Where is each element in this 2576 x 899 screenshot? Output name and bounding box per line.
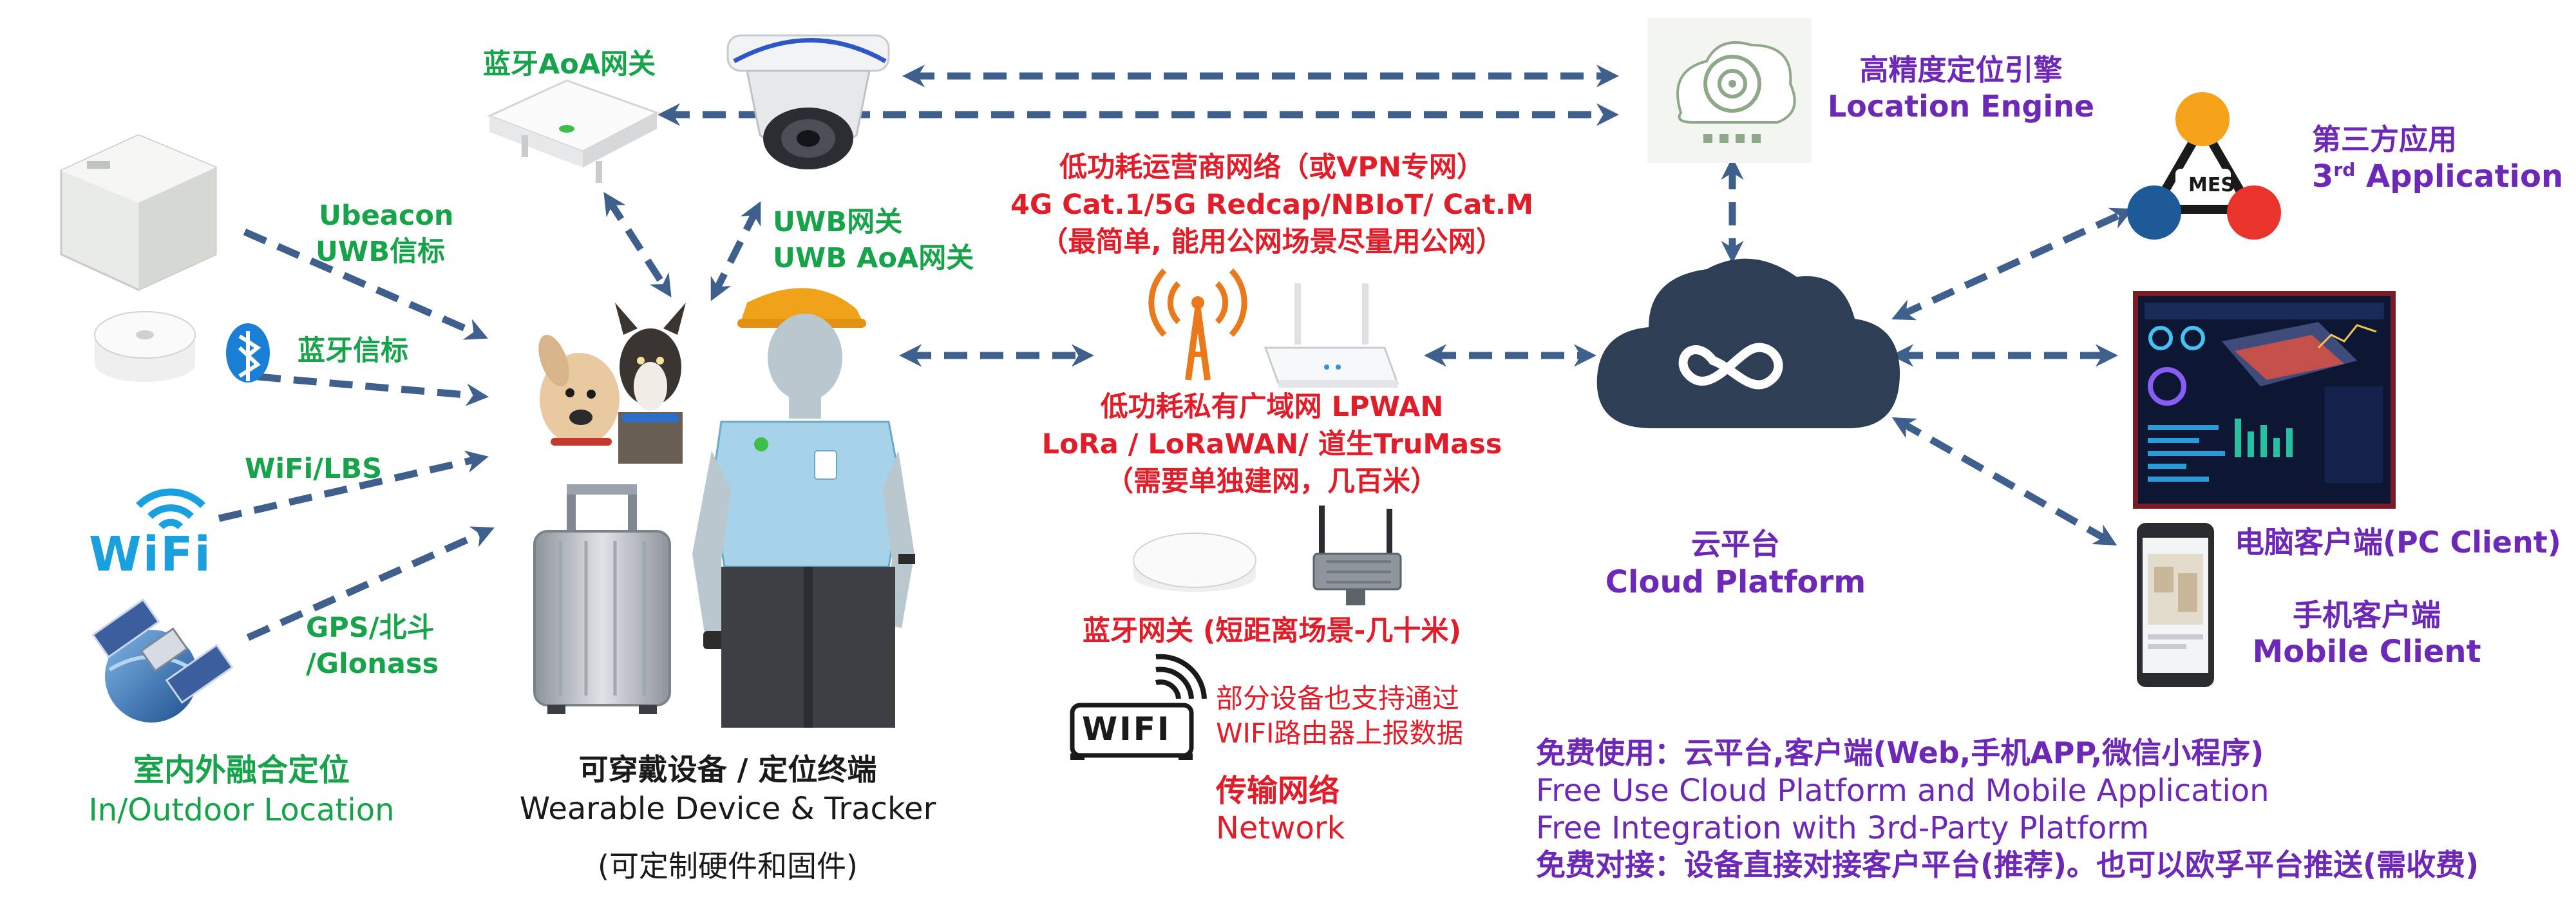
- cellular-network-line2: 4G Cat.1/5G Redcap/NBIoT/ Cat.M: [1010, 189, 1534, 221]
- pets-image: [538, 303, 686, 464]
- indoor-outdoor-title-cn: 室内外融合定位: [133, 752, 350, 788]
- lte-router-image: [1264, 283, 1399, 388]
- bt-gateway-label: 蓝牙网关 (短距离场景-几十米): [1082, 615, 1462, 647]
- free-use-note-cn: 免费使用：云平台,客户端(Web,手机APP,微信小程序): [1536, 735, 2264, 770]
- mobile-phone-image: [2137, 523, 2214, 687]
- cellular-network-line1: 低功耗运营商网络（或VPN专网）: [1059, 151, 1484, 184]
- arrow-wifi-to-wearable: [218, 450, 489, 522]
- lora-gateway-image: [1312, 506, 1402, 605]
- free-use-note-en: Free Use Cloud Platform and Mobile Appli…: [1536, 773, 2269, 809]
- mobile-client-label-cn: 手机客户端: [2293, 598, 2441, 632]
- free-integration-note-en: Free Integration with 3rd-Party Platform: [1536, 810, 2150, 846]
- cell-tower-icon: [1148, 268, 1247, 381]
- bluetooth-beacon-image: [94, 311, 196, 382]
- wearable-title-cn: 可穿戴设备 / 定位终端: [578, 752, 877, 787]
- pc-client-label: 电脑客户端(PC Client): [2235, 525, 2561, 560]
- arrow-ubeacon-to-wearable: [243, 228, 488, 340]
- third-party-en-suffix: Application: [2355, 158, 2564, 194]
- wifi-logo-icon: [136, 488, 205, 529]
- wifi-note-line1: 部分设备也支持通过: [1216, 683, 1460, 714]
- uwb-gateway-dome-image: [726, 34, 890, 169]
- arrow-cloud-mobile: [1891, 417, 2117, 545]
- ubeacon-box-image: [60, 134, 217, 291]
- third-party-label-en: 3rd Application: [2312, 158, 2563, 195]
- cloud-platform-icon: [1596, 258, 1900, 428]
- worker-mannequin-image: [692, 288, 915, 728]
- wifi-router-icon: [1070, 654, 1207, 760]
- location-engine-image: [1647, 18, 1812, 163]
- ubeacon-label-line2: UWB信标: [316, 236, 446, 268]
- arrow-cloud-thirdparty: [1891, 207, 2134, 321]
- bt-beacon-label: 蓝牙信标: [298, 335, 408, 367]
- arrow-btbeacon-to-wearable: [257, 373, 489, 406]
- wifi-note-line2: WIFI路由器上报数据: [1216, 717, 1464, 749]
- network-title-cn: 传输网络: [1216, 773, 1340, 809]
- wearable-title-en: Wearable Device & Tracker: [519, 791, 936, 827]
- uwb-gateway-label-line1: UWB网关: [773, 206, 903, 238]
- bt-gateway-puck-image: [1133, 533, 1256, 592]
- lpwan-line1: 低功耗私有广域网 LPWAN: [1100, 391, 1444, 423]
- third-party-en-sup: rd: [2333, 159, 2356, 180]
- uwb-gateway-label-line2: UWB AoA网关: [773, 242, 974, 274]
- bluetooth-icon: [226, 323, 270, 383]
- arrow-gps-to-wearable: [246, 526, 495, 641]
- free-integration-note-cn: 免费对接：设备直接对接客户平台(推荐)。也可以欧孚平台推送(需收费): [1536, 847, 2479, 882]
- cloud-platform-label-en: Cloud Platform: [1605, 564, 1866, 600]
- indoor-outdoor-title-en: In/Outdoor Location: [88, 792, 395, 828]
- arrow-btaoa-wearable: [603, 192, 672, 298]
- cloud-platform-label-cn: 云平台: [1691, 527, 1780, 562]
- wifi-logo-text: WiFi: [89, 527, 212, 582]
- third-party-en-prefix: 3: [2312, 158, 2334, 194]
- wifi-lbs-label: WiFi/LBS: [245, 453, 383, 485]
- network-title-en: Network: [1216, 810, 1345, 846]
- satellite-image: [91, 598, 234, 723]
- ubeacon-label-line1: Ubeacon: [319, 200, 454, 232]
- bt-aoa-gateway-image: [487, 79, 659, 183]
- mobile-client-label-en: Mobile Client: [2252, 634, 2481, 670]
- lpwan-line2: LoRa / LoRaWAN/ 道生TruMass: [1041, 428, 1502, 460]
- location-engine-label-en: Location Engine: [1827, 89, 2095, 124]
- bt-aoa-gateway-label: 蓝牙AoA网关: [483, 48, 656, 80]
- gps-label-line1: GPS/北斗: [306, 612, 435, 644]
- mes-badge-text: MES: [2188, 174, 2235, 196]
- wearable-note: (可定制硬件和固件): [598, 849, 858, 884]
- gps-label-line2: /Glonass: [306, 648, 439, 680]
- mes-third-party-image: [2127, 92, 2281, 240]
- location-engine-label-cn: 高精度定位引擎: [1859, 53, 2063, 87]
- arrow-uwb-wearable: [710, 201, 761, 301]
- third-party-label-cn: 第三方应用: [2312, 122, 2458, 156]
- wifi-router-text: WIFI: [1082, 710, 1171, 748]
- suitcase-image: [533, 484, 671, 714]
- lpwan-line3: （需要单独建网，几百米）: [1106, 466, 1438, 498]
- cellular-network-line3: （最简单, 能用公网场景尽量用公网）: [1040, 226, 1504, 258]
- pc-dashboard-image: [2133, 291, 2396, 509]
